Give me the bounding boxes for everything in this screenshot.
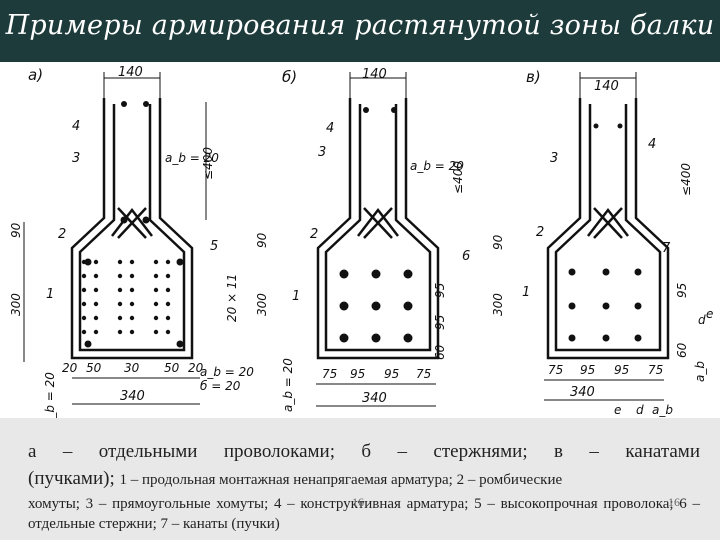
panel-b: б) 140 a_b = 20 ≤400 90 300 95 95 60 75 … bbox=[255, 67, 470, 412]
panel-c: в) 140 ≤400 90 300 95 d e 60 a_b 75 95 9… bbox=[491, 68, 713, 417]
panel-c-bl-2: d bbox=[636, 403, 644, 417]
panel-c-bl-3: a_b bbox=[652, 403, 673, 417]
caption-rest: хомуты; 3 – прямоугольные хомуты; 4 – ко… bbox=[28, 496, 700, 532]
panel-b-callout-2: 2 bbox=[310, 227, 318, 242]
panel-b-bd-1: 75 bbox=[322, 367, 337, 381]
panel-c-top-width: 140 bbox=[594, 79, 619, 94]
panel-c-callout-4: 4 bbox=[648, 137, 656, 152]
panel-c-callout-7: 7 bbox=[662, 241, 671, 256]
panel-a-bd-2: 50 bbox=[86, 361, 102, 375]
panel-a-bd-3: 30 bbox=[124, 361, 140, 375]
panel-c-letter: в) bbox=[526, 68, 541, 86]
panel-a-bd-4: 50 bbox=[164, 361, 180, 375]
slide-number: 16 bbox=[352, 495, 364, 509]
panel-b-top-width: 140 bbox=[362, 67, 387, 82]
panel-c-bd-4: 75 bbox=[648, 363, 663, 377]
panel-b-callout-1: 1 bbox=[292, 289, 300, 304]
panel-a-callout-2: 2 bbox=[58, 227, 66, 242]
panel-c-bd-3: 95 bbox=[614, 363, 629, 377]
panel-a: а) 140 a_b = 20 ≤400 90 300 20 × 11 a_b … bbox=[9, 65, 254, 426]
panel-a-callout-5: 5 bbox=[210, 239, 218, 254]
panel-a-dim-90: 90 bbox=[9, 222, 23, 238]
panel-a-callout-1: 1 bbox=[46, 287, 54, 302]
panel-b-total: 340 bbox=[362, 391, 387, 406]
panel-b-bd-2: 95 bbox=[350, 367, 365, 381]
panel-b-beam bbox=[316, 70, 440, 360]
panel-b-bd-3: 95 bbox=[384, 367, 399, 381]
panel-b-callout-3: 3 bbox=[318, 145, 326, 160]
slide-number-overlay: 16 bbox=[668, 495, 680, 509]
slide-title: Примеры армирования растянутой зоны балк… bbox=[5, 10, 715, 41]
beam-drawings: а) 140 a_b = 20 ≤400 90 300 20 × 11 a_b … bbox=[0, 62, 720, 426]
panel-c-callout-1: 1 bbox=[522, 285, 530, 300]
beam-reinforcement-svg: а) 140 a_b = 20 ≤400 90 300 20 × 11 a_b … bbox=[9, 65, 713, 426]
panel-a-callout-3: 3 bbox=[72, 151, 80, 166]
panel-c-rd-4: 60 bbox=[675, 342, 689, 358]
panel-b-dim-90: 90 bbox=[255, 232, 269, 248]
panel-b-height: ≤400 bbox=[451, 161, 465, 194]
panel-b-rd-2: 95 bbox=[433, 315, 447, 330]
panel-c-callout-3: 3 bbox=[550, 151, 558, 166]
panel-c-total: 340 bbox=[570, 385, 595, 400]
panel-b-rd-3: 60 bbox=[433, 344, 447, 360]
panel-c-rd-3: e bbox=[706, 307, 713, 321]
panel-a-letter: а) bbox=[28, 66, 43, 84]
panel-c-beam bbox=[546, 70, 670, 360]
panel-a-ab-left: a_b = 20 bbox=[43, 372, 57, 418]
panel-b-ab-left: a_b = 20 bbox=[281, 358, 295, 412]
panel-b-callout-4: 4 bbox=[326, 121, 334, 136]
panel-c-rd-1: 95 bbox=[675, 283, 689, 298]
panel-a-b: б = 20 bbox=[200, 379, 241, 393]
panel-c-dim-300: 300 bbox=[491, 293, 505, 316]
panel-c-bl-1: e bbox=[614, 403, 621, 417]
caption-line-2: (пучками); 1 – продольная монтажная нена… bbox=[28, 465, 700, 494]
panel-a-dim-300: 300 bbox=[9, 293, 23, 316]
caption-line-2-big: (пучками); bbox=[28, 468, 115, 489]
panel-a-ab-bottom: a_b = 20 bbox=[200, 365, 254, 379]
panel-c-bd-1: 75 bbox=[548, 363, 563, 377]
caption-text: а – отдельными проволоками; б – стержням… bbox=[28, 438, 700, 534]
panel-a-top-width: 140 bbox=[118, 65, 143, 80]
title-bar bbox=[0, 0, 720, 62]
panel-b-letter: б) bbox=[282, 68, 297, 86]
panel-c-dim-90: 90 bbox=[491, 234, 505, 250]
panel-a-bd-5: 20 bbox=[188, 361, 204, 375]
panel-b-dim-300: 300 bbox=[255, 293, 269, 316]
panel-a-side: 20 × 11 bbox=[225, 274, 239, 322]
panel-c-callout-2: 2 bbox=[536, 225, 544, 240]
panel-a-beam bbox=[70, 70, 194, 360]
caption-line-2-small: 1 – продольная монтажная ненапрягаемая а… bbox=[119, 472, 563, 488]
panel-b-callout-6: 6 bbox=[462, 249, 470, 264]
panel-a-total: 340 bbox=[120, 389, 145, 404]
panel-a-callout-4: 4 bbox=[72, 119, 80, 134]
caption-area bbox=[0, 418, 720, 540]
panel-b-bd-4: 75 bbox=[416, 367, 431, 381]
caption-line-1: а – отдельными проволоками; б – стержням… bbox=[28, 441, 700, 462]
panel-a-bd-1: 20 bbox=[62, 361, 78, 375]
panel-c-ab-right: a_b bbox=[693, 361, 707, 382]
panel-c-bd-2: 95 bbox=[580, 363, 595, 377]
panel-a-height: ≤400 bbox=[201, 147, 215, 180]
panel-c-height: ≤400 bbox=[679, 163, 693, 196]
panel-b-ab: a_b = 20 bbox=[410, 159, 464, 173]
panel-b-rd-1: 95 bbox=[433, 283, 447, 298]
panel-c-rd-2: d bbox=[698, 313, 706, 327]
